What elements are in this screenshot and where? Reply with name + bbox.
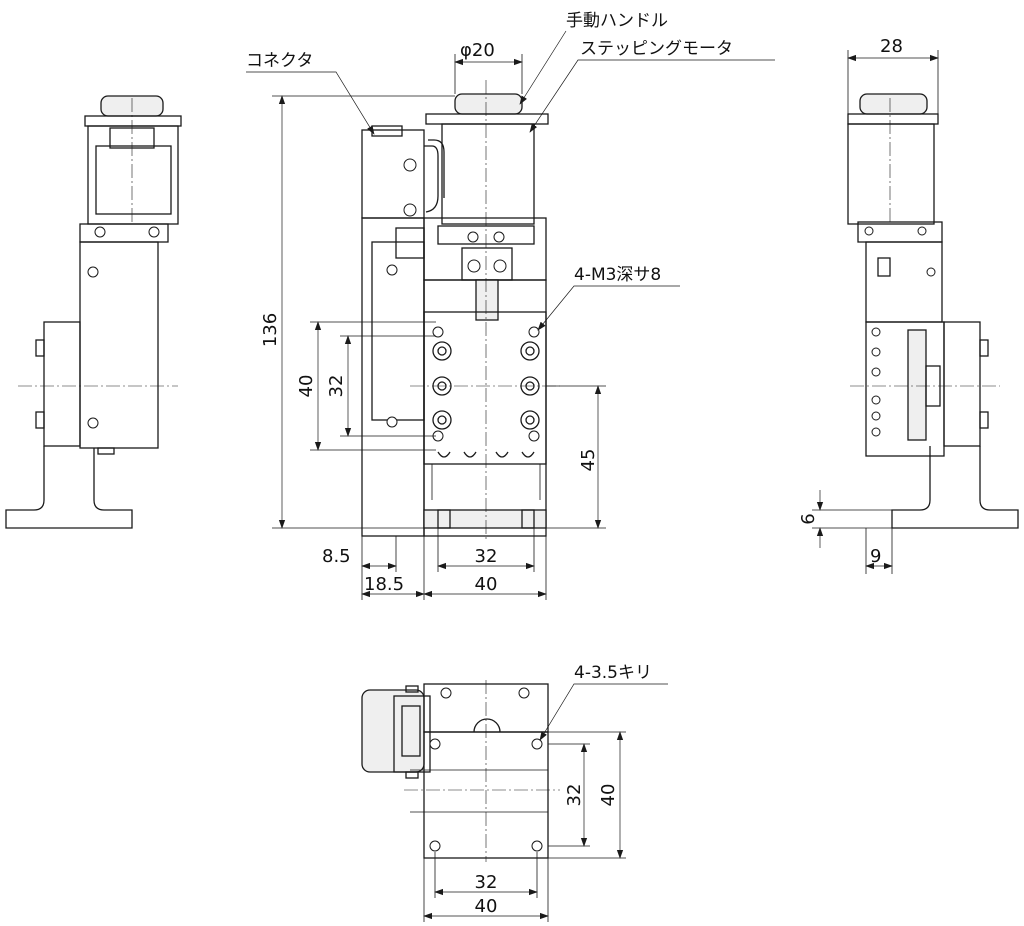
right-side-view (847, 93, 1019, 529)
dim-bottom-inner: 32 (475, 546, 498, 567)
dim-offset-large: 18.5 (364, 574, 404, 595)
dim-foot-height: 6 (798, 513, 819, 524)
handle-label: 手動ハンドル (566, 11, 668, 31)
dim-foot-length: 9 (870, 546, 881, 567)
leader-lines (246, 30, 775, 741)
left-side-view (5, 95, 182, 529)
front-view (361, 80, 560, 540)
dim-offset-small: 8.5 (322, 546, 351, 567)
dimension-values: φ20 28 136 40 32 45 8.5 18.5 32 40 6 9 3… (260, 36, 903, 917)
dim-plan-outer-h: 40 (475, 896, 498, 917)
motor-label: ステッピングモータ (580, 39, 733, 59)
dim-height: 136 (260, 313, 281, 347)
dim-outer-pitch: 40 (296, 375, 317, 398)
dim-side-width: 28 (880, 36, 903, 57)
dim-plan-inner-h: 32 (475, 872, 498, 893)
dim-bottom-outer: 40 (475, 574, 498, 595)
dim-inner-pitch: 32 (326, 375, 347, 398)
dim-plan-outer-v: 40 (598, 784, 619, 807)
tapped-holes-label: 4-M3深サ8 (574, 265, 661, 285)
dim-plan-inner-v: 32 (564, 784, 585, 807)
connector-label: コネクタ (246, 51, 313, 71)
annotation-labels: 手動ハンドル ステッピングモータ コネクタ 4-M3深サ8 4-3.5キリ (246, 11, 733, 683)
dimension-lines (272, 50, 939, 922)
through-holes-label: 4-3.5キリ (574, 663, 652, 683)
dim-table-to-base: 45 (578, 449, 599, 472)
plan-view (361, 680, 560, 862)
dim-phi: φ20 (460, 40, 495, 61)
